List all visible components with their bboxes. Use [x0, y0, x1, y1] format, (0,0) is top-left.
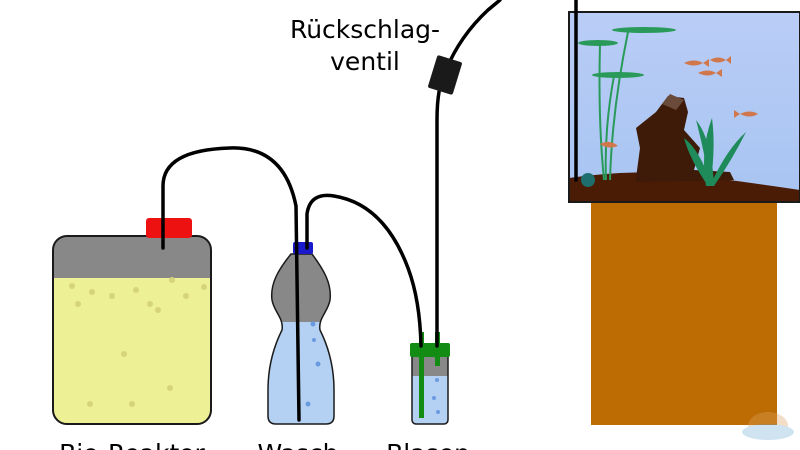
sword-plant — [684, 118, 746, 186]
bio-reactor — [52, 218, 212, 425]
reactor-bubbles — [69, 277, 207, 407]
bubble-counter-green-tube — [419, 332, 424, 418]
reactor-outline — [52, 235, 212, 425]
wash-bottle-outline — [267, 253, 335, 425]
watermark-logo — [742, 412, 794, 440]
wash-bubbles — [305, 321, 321, 407]
bubble-counter-cap — [410, 343, 450, 357]
bubble-counter — [410, 332, 450, 425]
tube-wash-to-bubble — [305, 193, 423, 348]
aquarium-cabinet — [591, 203, 777, 425]
aquarium-soil — [569, 172, 800, 203]
reactor-cap — [146, 218, 192, 238]
label-check-valve-line2: ventil — [330, 47, 400, 76]
stem-plant — [598, 31, 629, 181]
wash-water — [268, 322, 334, 424]
fish-group — [600, 56, 758, 148]
aquarium — [568, 11, 800, 203]
label-wash-bottle: Wasch — [257, 439, 338, 450]
aquarium-glass — [568, 11, 800, 203]
reactor-gas — [53, 236, 211, 280]
check-valve — [428, 55, 462, 95]
tube-reactor-to-wash — [161, 146, 301, 422]
label-bubble-counter: Blasen — [386, 439, 470, 450]
label-bio-reactor: Bio-Reaktor — [59, 439, 205, 450]
tube-bubble-to-aquarium — [435, 0, 502, 348]
bubble-water — [412, 376, 448, 424]
co2-diffuser — [581, 173, 595, 187]
label-check-valve-line1: Rückschlag- — [290, 15, 440, 44]
